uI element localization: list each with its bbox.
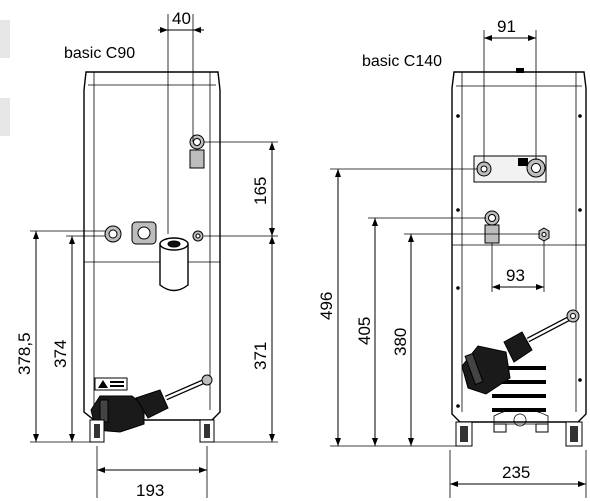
dim-c140-496: 496 [317, 292, 336, 320]
dim-c90-374: 374 [51, 340, 70, 368]
c140-vent-slots [492, 366, 546, 412]
dim-c90-371: 371 [251, 342, 270, 370]
dim-c140-380: 380 [391, 328, 410, 356]
c90-filler-neck [159, 237, 189, 292]
dim-c140-405: 405 [355, 317, 374, 345]
c140-top-connectors [473, 155, 547, 183]
c90-top-connector [189, 134, 205, 169]
c90-castors [89, 419, 215, 443]
dim-c140-91: 91 [497, 17, 516, 36]
c90-warning-label [94, 377, 128, 391]
c140-power-plug [461, 309, 580, 395]
c140-castors [455, 421, 583, 447]
c140-screws [456, 114, 582, 408]
dim-c140-235: 235 [502, 463, 530, 482]
c90-mid-connectors [104, 221, 204, 245]
unit-basic-c140: 91 basic C140 496 405 380 93 [317, 17, 587, 498]
label-basic-c140: basic C140 [362, 53, 442, 70]
unit-basic-c90: 40 basic C90 165 371 378,5 374 [0, 9, 278, 500]
c90-housing-outline [83, 71, 221, 421]
dim-c90-193: 193 [136, 481, 164, 500]
dim-c90-165: 165 [251, 177, 270, 205]
label-basic-c90: basic C90 [64, 45, 135, 62]
dim-c90-378-5: 378,5 [15, 332, 34, 375]
dim-c140-93: 93 [506, 266, 525, 285]
c140-pump [493, 408, 549, 427]
dim-c90-40: 40 [172, 9, 191, 28]
